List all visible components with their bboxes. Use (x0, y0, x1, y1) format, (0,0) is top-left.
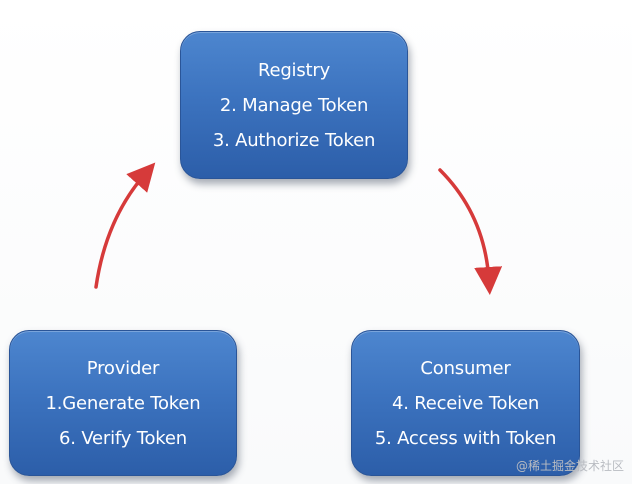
consumer-step-access: 5. Access with Token (374, 427, 557, 449)
provider-node: Provider 1.Generate Token 6. Verify Toke… (9, 330, 237, 476)
watermark-text: @稀土掘金技术社区 (515, 459, 624, 473)
provider-step-generate: 1.Generate Token (45, 392, 201, 414)
registry-step-authorize: 3. Authorize Token (212, 129, 376, 151)
consumer-step-receive: 4. Receive Token (391, 392, 540, 414)
consumer-node: Consumer 4. Receive Token 5. Access with… (351, 330, 580, 476)
consumer-title: Consumer (420, 357, 511, 379)
arrow-provider-to-registry (94, 162, 156, 289)
provider-step-verify: 6. Verify Token (59, 427, 187, 449)
registry-step-manage: 2. Manage Token (219, 94, 369, 116)
provider-title: Provider (86, 357, 160, 379)
registry-node: Registry 2. Manage Token 3. Authorize To… (180, 31, 408, 179)
registry-title: Registry (257, 59, 331, 81)
arrow-registry-to-consumer (438, 168, 503, 295)
